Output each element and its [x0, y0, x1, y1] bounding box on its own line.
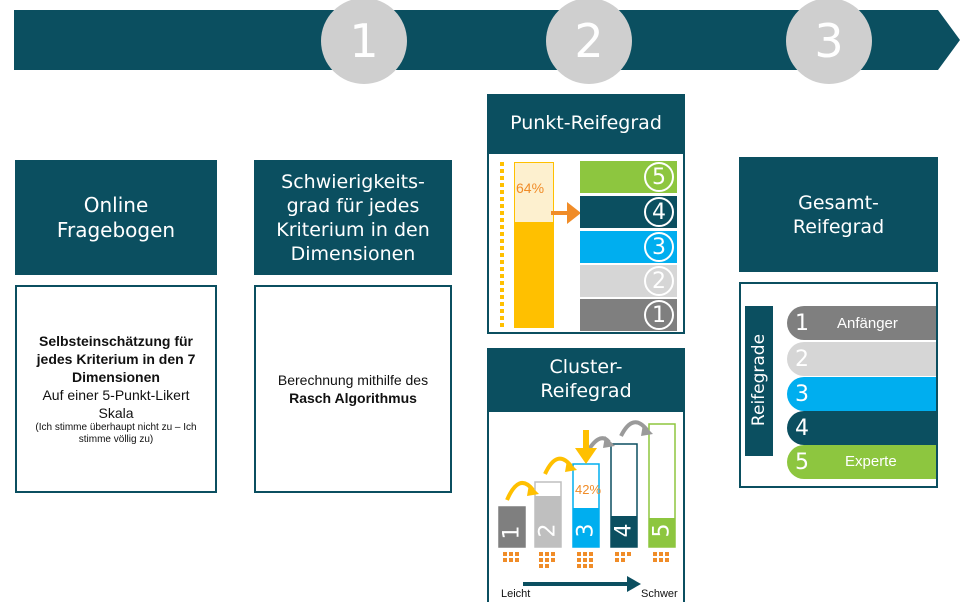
point-percent-label: 64%: [516, 180, 545, 196]
difficulty-title: Schwierigkeits-grad für jedes Kriterium …: [254, 160, 452, 275]
total-level-2: [787, 342, 936, 376]
step-number: 1: [349, 14, 379, 68]
total-level-5: [787, 445, 936, 479]
cluster-axis-left: Leicht: [501, 588, 531, 600]
point-level-num: 4: [644, 197, 674, 227]
online-questionnaire-desc: Selbsteinschätzung für jedes Kriterium i…: [15, 285, 217, 493]
desc-small: (Ich stimme überhaupt nicht zu – Ich sti…: [35, 422, 197, 445]
total-level-num: 2: [795, 346, 809, 372]
cluster-bar-fill-3: [573, 508, 599, 547]
title-text: Online Fragebogen: [56, 192, 176, 242]
point-level-num: 5: [644, 162, 674, 192]
cluster-bar-label: 1: [499, 525, 525, 540]
point-bar-fill: [514, 222, 554, 328]
cluster-axis-right: Schwer: [641, 588, 678, 600]
total-level-1: [787, 306, 936, 340]
step-number: 3: [814, 14, 844, 68]
title-text: Cluster-Reifegrad: [540, 356, 632, 402]
desc-bold: Rasch Algorithmus: [289, 390, 417, 406]
desc-normal: Auf einer 5-Punkt-Likert Skala: [42, 387, 190, 421]
point-arrow: [551, 202, 581, 224]
point-level-num: 2: [644, 266, 674, 296]
cluster-bar-fill-4: [611, 516, 637, 547]
cluster-step-arrowhead: [565, 460, 577, 472]
total-level-num: 5: [795, 449, 809, 475]
cluster-marker-arrow-shaft: [583, 430, 589, 450]
cluster-bar-label: 2: [535, 523, 561, 538]
cluster-step-arrowhead: [603, 436, 615, 448]
title-text: Punkt-Reifegrad: [510, 111, 662, 134]
step-circle-3: 3: [786, 0, 872, 84]
total-maturity-panel: Reifegrade 1 2 3 4 5 Anfänger Experte: [739, 282, 938, 488]
cluster-bar-label: 3: [573, 523, 599, 538]
total-label-beginner: Anfänger: [837, 315, 898, 332]
online-questionnaire-title: Online Fragebogen: [15, 160, 217, 275]
cluster-bar-label: 5: [649, 523, 675, 538]
total-level-3: [787, 377, 936, 411]
point-level-num: 1: [644, 300, 674, 330]
cluster-maturity-panel: 1 2 3 4 5 42% Leicht Schwer: [487, 410, 685, 602]
total-label-expert: Experte: [845, 453, 897, 470]
cluster-maturity-title: Cluster-Reifegrad: [487, 348, 685, 410]
cluster-bar-fill-2: [535, 496, 561, 547]
point-level-num: 3: [644, 232, 674, 262]
total-level-num: 3: [795, 381, 809, 407]
cluster-bar-fill-5: [649, 518, 675, 547]
cluster-step-arrowhead: [641, 424, 653, 436]
process-arrow-banner: [14, 10, 960, 70]
total-vertical-band: [745, 306, 773, 456]
step-number: 2: [574, 14, 604, 68]
cluster-axis-arrowhead: [627, 576, 641, 592]
cluster-marker-arrowhead: [575, 448, 597, 464]
difficulty-desc: Berechnung mithilfe des Rasch Algorithmu…: [254, 285, 452, 493]
desc-bold: Selbsteinschätzung für jedes Kriterium i…: [36, 333, 196, 385]
title-text: Schwierigkeits-grad für jedes Kriterium …: [276, 170, 430, 265]
point-maturity-panel: 64% 5 4 3 2 1: [487, 152, 685, 334]
cluster-dots: [503, 552, 669, 568]
title-text: Gesamt-Reifegrad: [792, 191, 885, 238]
total-level-4: [787, 411, 936, 445]
total-vertical-label: Reifegrade: [749, 333, 769, 427]
cluster-bar-label: 4: [611, 523, 637, 538]
desc-pre: Berechnung mithilfe des: [277, 372, 429, 388]
cluster-bar-fill-1: [499, 507, 525, 547]
point-maturity-title: Punkt-Reifegrad: [487, 94, 685, 152]
total-level-num: 1: [795, 310, 809, 336]
cluster-percent-label: 42%: [575, 482, 602, 497]
step-circle-2: 2: [546, 0, 632, 84]
step-circle-1: 1: [321, 0, 407, 84]
cluster-step-arrowhead: [527, 484, 539, 496]
cluster-chart: [498, 420, 676, 592]
point-ruler: [500, 162, 504, 328]
total-level-num: 4: [795, 415, 809, 441]
total-maturity-title: Gesamt-Reifegrad: [739, 157, 938, 272]
